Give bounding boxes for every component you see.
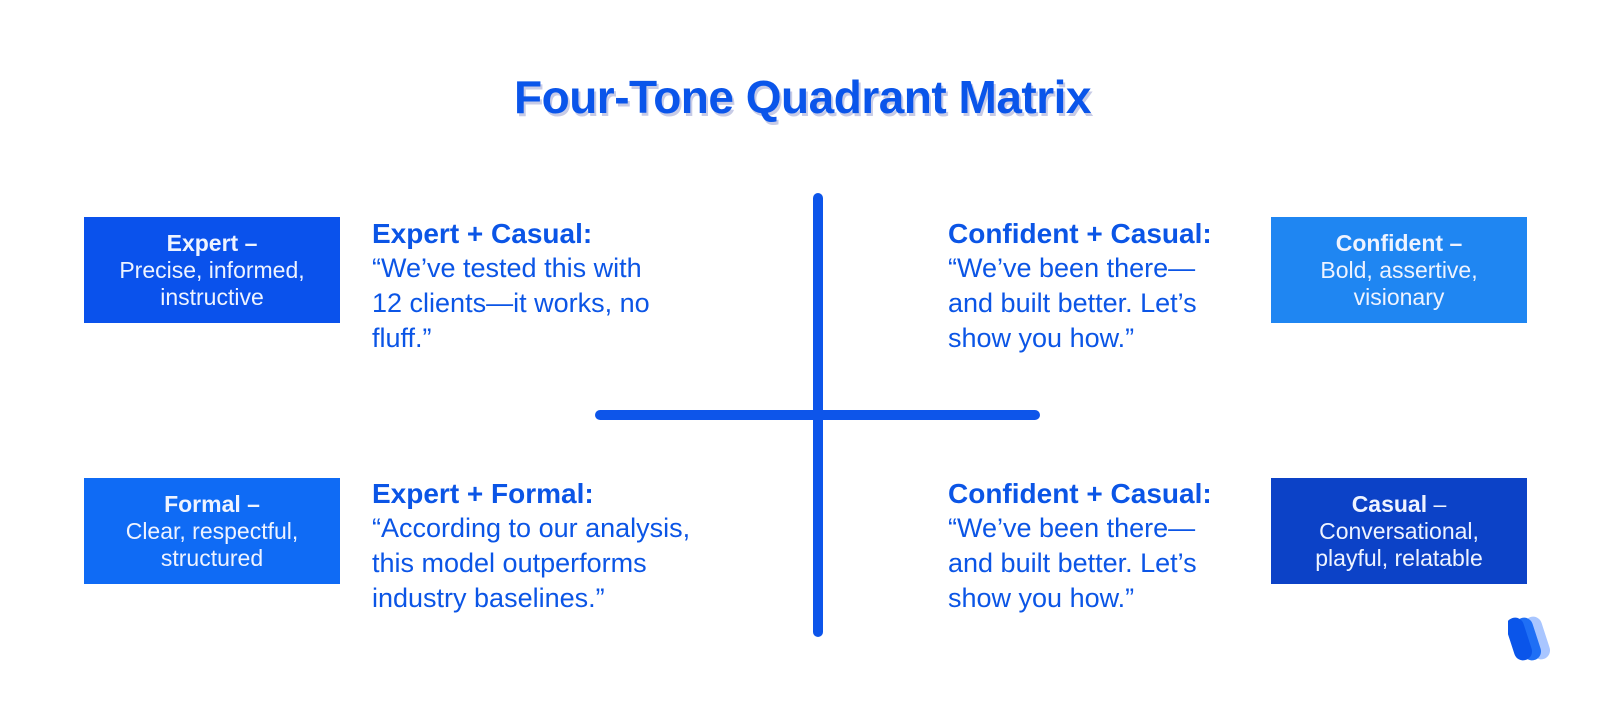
page-title: Four-Tone Quadrant Matrix (514, 71, 1092, 123)
quadrant-line: 12 clients—it works, no (372, 288, 650, 318)
quadrant-line: fluff.” (372, 323, 432, 353)
quadrant-top-right: Confident + Casual: “We’ve been there— a… (948, 216, 1212, 356)
quadrant-line: and built better. Let’s (948, 548, 1197, 578)
quadrant-line: “We’ve been there— (948, 513, 1196, 543)
tag-expert-label: Expert (166, 229, 239, 256)
quadrant-bottom-right: Confident + Casual: “We’ve been there— a… (948, 476, 1212, 616)
quadrant-bottom-left: Expert + Formal: “According to our analy… (372, 476, 690, 616)
tag-expert: Expert – Precise, informed, instructive (84, 217, 340, 323)
tag-expert-line-2: instructive (160, 283, 264, 310)
quadrant-line: and built better. Let’s (948, 288, 1197, 318)
horizontal-axis (595, 410, 1040, 420)
quadrant-line: “According to our analysis, (372, 513, 691, 543)
tag-confident-line-1: Bold, assertive, (1320, 256, 1478, 283)
tag-casual: Casual – Conversational, playful, relata… (1271, 478, 1527, 584)
quadrant-top-left: Expert + Casual: “We’ve tested this with… (372, 216, 650, 356)
brand-logo-icon (1508, 616, 1551, 661)
tag-formal: Formal – Clear, respectful, structured (84, 478, 340, 584)
quadrant-line: industry baselines.” (372, 583, 605, 613)
tag-formal-line-2: structured (160, 544, 264, 571)
quadrant-line: “We’ve tested this with (372, 253, 642, 283)
quadrant-title: Expert + Casual: (372, 218, 593, 249)
tag-formal-label: Formal (164, 490, 241, 517)
tag-confident: Confident – Bold, assertive, visionary (1271, 217, 1527, 323)
quadrant-line: “We’ve been there— (948, 253, 1196, 283)
tag-confident-line-2: visionary (1353, 283, 1445, 310)
tag-casual-line-2: playful, relatable (1315, 544, 1483, 571)
quadrant-line: show you how.” (948, 583, 1135, 613)
tag-formal-line-1: Clear, respectful, (125, 517, 299, 544)
quadrant-title: Confident + Casual: (948, 478, 1212, 509)
tag-expert-line-1: Precise, informed, (119, 256, 305, 283)
tag-casual-line-1: Conversational, (1319, 517, 1479, 544)
quadrant-title: Confident + Casual: (948, 218, 1212, 249)
tag-confident-label: Confident (1335, 229, 1444, 256)
quadrant-line: this model outperforms (372, 548, 647, 578)
tag-casual-label: Casual (1351, 490, 1428, 517)
quadrant-title: Expert + Formal: (372, 478, 594, 509)
quadrant-line: show you how.” (948, 323, 1135, 353)
